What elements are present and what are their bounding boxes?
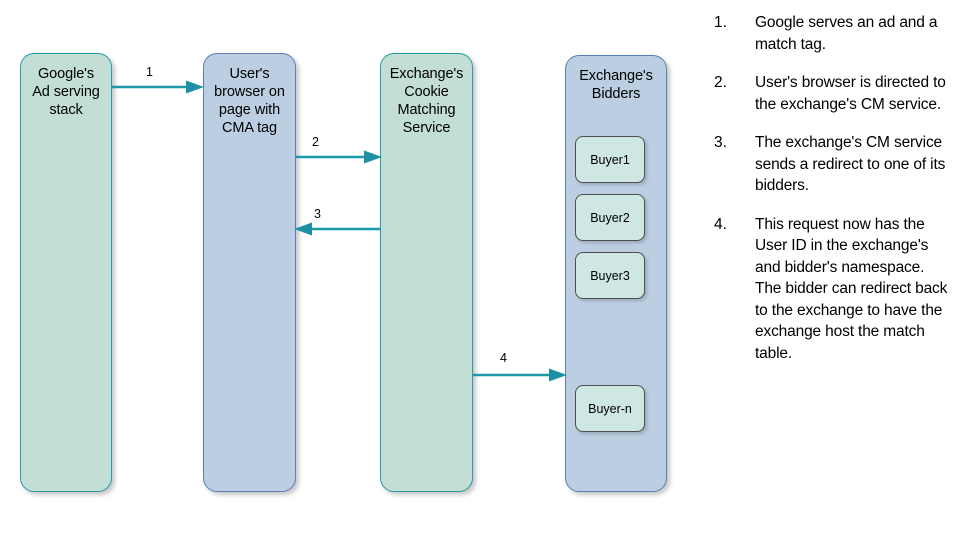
buyer-box-2-label: Buyer2 bbox=[590, 210, 630, 225]
buyer-box-n-label: Buyer-n bbox=[588, 401, 632, 416]
arrow-2-right bbox=[294, 150, 382, 164]
step-1-number: 1. bbox=[714, 14, 727, 31]
step-item-2: 2. User's browser is directed to the exc… bbox=[708, 72, 954, 115]
arrow-4-label: 4 bbox=[500, 351, 507, 365]
step-1-text: Google serves an ad and a match tag. bbox=[755, 14, 938, 53]
arrow-4-right bbox=[471, 368, 567, 382]
steps-list: 1. Google serves an ad and a match tag. … bbox=[708, 12, 954, 381]
arrow-1-label: 1 bbox=[146, 65, 153, 79]
arrow-3-label: 3 bbox=[314, 207, 321, 221]
arrow-2-label: 2 bbox=[312, 135, 319, 149]
step-3-number: 3. bbox=[714, 134, 727, 151]
node-google-ad-serving-stack[interactable]: Google's Ad serving stack bbox=[20, 53, 112, 492]
step-3-text: The exchange's CM service sends a redire… bbox=[755, 134, 946, 194]
buyer-box-1[interactable]: Buyer1 bbox=[575, 136, 645, 183]
node-user-browser-label: User's browser on page with CMA tag bbox=[214, 66, 285, 136]
step-4-text: This request now has the User ID in the … bbox=[755, 215, 948, 362]
buyer-box-3[interactable]: Buyer3 bbox=[575, 252, 645, 299]
buyer-box-3-label: Buyer3 bbox=[590, 268, 630, 283]
step-2-number: 2. bbox=[714, 74, 727, 91]
buyer-box-2[interactable]: Buyer2 bbox=[575, 194, 645, 241]
buyer-box-n[interactable]: Buyer-n bbox=[575, 385, 645, 432]
node-exchange-cookie-matching-service-label: Exchange's Cookie Matching Service bbox=[389, 66, 464, 136]
step-item-1: 1. Google serves an ad and a match tag. bbox=[708, 12, 954, 55]
step-item-4: 4. This request now has the User ID in t… bbox=[708, 214, 954, 365]
node-exchange-bidders-label: Exchange's Bidders bbox=[579, 68, 653, 102]
arrow-3-left bbox=[294, 222, 382, 236]
step-4-number: 4. bbox=[714, 215, 727, 233]
step-2-text: User's browser is directed to the exchan… bbox=[755, 74, 946, 113]
node-exchange-cookie-matching-service[interactable]: Exchange's Cookie Matching Service bbox=[380, 53, 473, 492]
step-item-3: 3. The exchange's CM service sends a red… bbox=[708, 132, 954, 197]
arrow-1-right bbox=[110, 80, 204, 94]
node-google-ad-serving-stack-label: Google's Ad serving stack bbox=[32, 66, 100, 118]
buyer-box-1-label: Buyer1 bbox=[590, 152, 630, 167]
node-user-browser[interactable]: User's browser on page with CMA tag bbox=[203, 53, 296, 492]
